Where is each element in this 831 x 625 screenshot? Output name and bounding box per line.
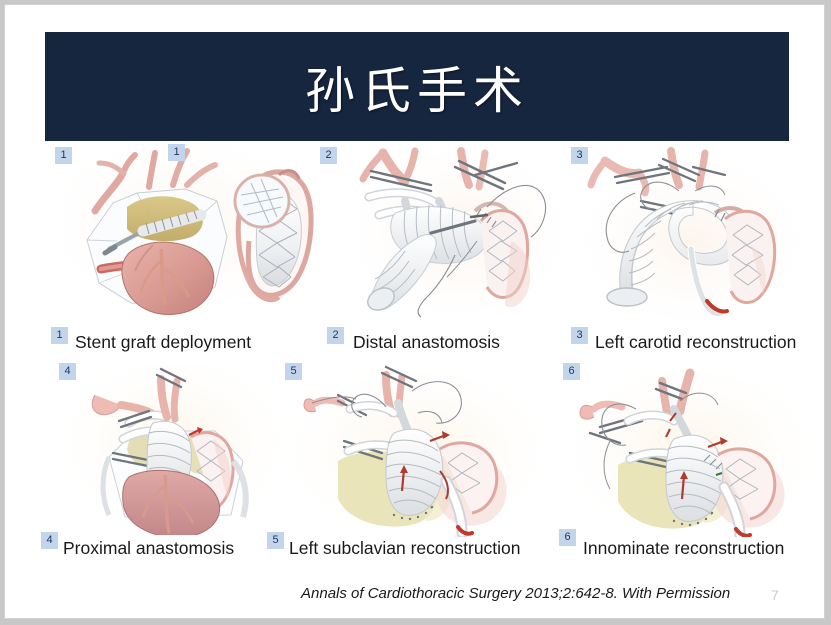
caption-1: Stent graft deployment <box>75 332 252 352</box>
caption-badge-2: 2 <box>327 327 344 344</box>
panel-badge-5: 5 <box>285 363 302 380</box>
source-citation: Annals of Cardiothoracic Surgery 2013;2:… <box>301 585 731 602</box>
slide-number: 7 <box>771 587 779 603</box>
caption-2: Distal anastomosis <box>353 332 500 352</box>
panel-illustration-4 <box>65 365 285 535</box>
panel-badge-4: 4 <box>59 363 76 380</box>
caption-badge-4: 4 <box>41 532 58 549</box>
panel-badge-1-duplicate: 1 <box>168 144 185 161</box>
caption-badge-5: 5 <box>267 532 284 549</box>
panel-illustration-5 <box>290 365 555 537</box>
caption-badge-6: 6 <box>559 529 576 546</box>
caption-4: Proximal anastomosis <box>63 538 235 558</box>
caption-6: Innominate reconstruction <box>583 538 785 558</box>
panel-illustration-6 <box>570 365 820 537</box>
caption-5: Left subclavian reconstruction <box>289 538 521 558</box>
page-title: 孙氏手术 <box>305 61 529 120</box>
panel-illustration-1 <box>65 145 320 320</box>
title-banner: 孙氏手术 <box>45 32 789 141</box>
panel-badge-3: 3 <box>571 147 588 164</box>
panel-badge-1: 1 <box>55 147 72 164</box>
caption-3: Left carotid reconstruction <box>595 332 797 352</box>
caption-badge-1: 1 <box>51 327 68 344</box>
slide-canvas: 孙氏手术 <box>4 4 825 619</box>
caption-badge-3: 3 <box>571 327 588 344</box>
panel-illustration-2 <box>335 145 560 320</box>
panel-illustration-3 <box>575 145 810 320</box>
panel-badge-2: 2 <box>320 147 337 164</box>
panel-badge-6: 6 <box>563 363 580 380</box>
